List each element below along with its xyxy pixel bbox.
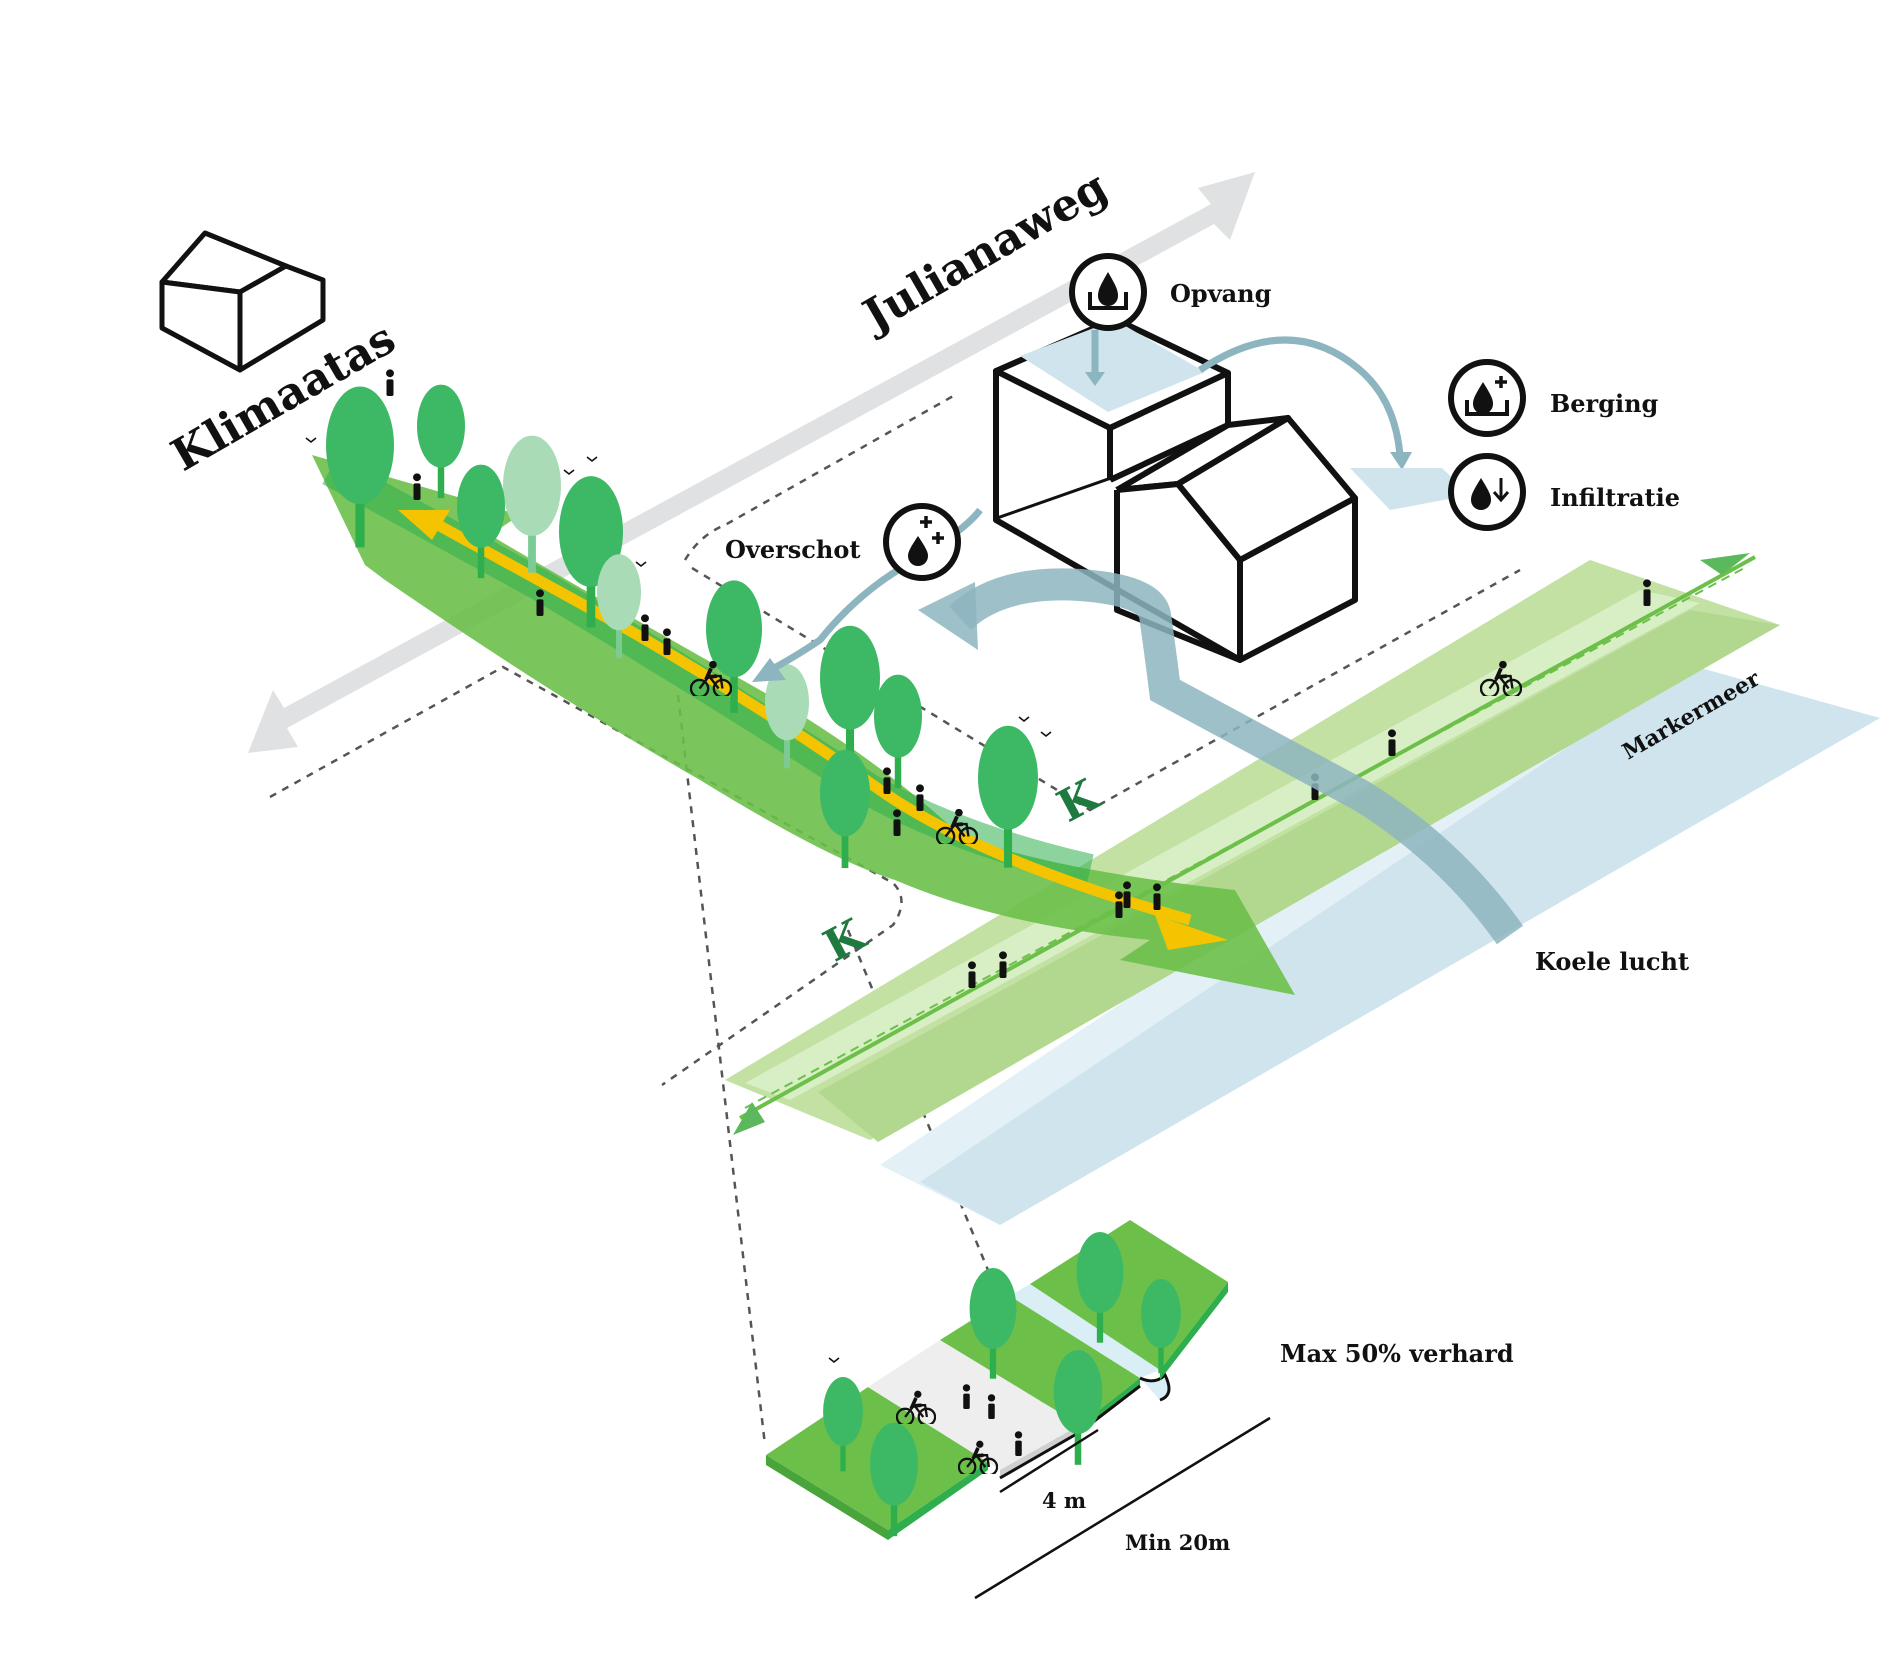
label-opvang: Opvang (1170, 279, 1272, 308)
k-marker-west: K (816, 909, 875, 973)
label-koele-lucht: Koele lucht (1535, 947, 1689, 976)
dike-strip (725, 553, 1780, 1142)
koele-lucht-arrow (918, 568, 1524, 945)
berging-icon (1448, 359, 1526, 437)
k-marker-east: K (1049, 769, 1108, 833)
opvang-icon (1069, 253, 1147, 331)
label-infiltratie: Infiltratie (1550, 483, 1680, 512)
inset-dimension-lines (974, 1416, 1271, 1600)
house-small (159, 230, 326, 373)
overschot-icon (883, 503, 961, 581)
markermeer-water (880, 655, 1880, 1225)
building-main (993, 316, 1358, 663)
axis-trees (326, 384, 1038, 869)
label-width-path: 4 m (1042, 1488, 1086, 1513)
label-width-total: Min 20m (1125, 1530, 1230, 1555)
label-overschot: Overschot (725, 535, 860, 564)
label-max-verhard: Max 50% verhard (1280, 1339, 1514, 1368)
label-julianaweg: Julianaweg (852, 161, 1116, 343)
label-berging: Berging (1550, 389, 1659, 418)
berging-patch (1350, 468, 1470, 510)
infiltratie-icon (1448, 453, 1526, 531)
water-flow-heads (752, 372, 1412, 682)
